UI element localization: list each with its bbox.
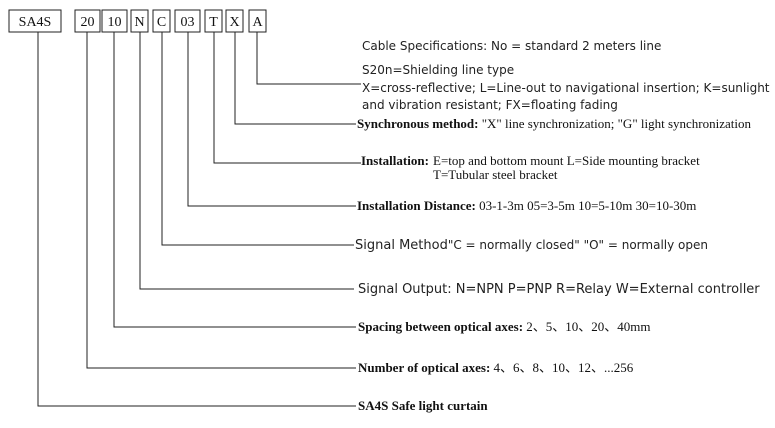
spacing-value: 2、5、10、20、40mm: [523, 319, 650, 334]
cable-spec-text: Cable Specifications: No = standard 2 me…: [362, 39, 661, 53]
code-10-label: 10: [108, 15, 122, 30]
connector-03: [187, 32, 356, 207]
a-option-line2: and vibration resistant; FX=floating fad…: [362, 98, 618, 112]
axes-count-text: Number of optical axes: 4、6、8、10、12、...2…: [358, 360, 634, 375]
spacing-text: Spacing between optical axes: 2、5、10、20、…: [358, 319, 651, 334]
connector-sa4s: [37, 32, 356, 407]
installation-value-line2: T=Tubular steel bracket: [433, 167, 558, 182]
code-box-t: T: [204, 9, 223, 33]
product-label: SA4S Safe light curtain: [358, 398, 488, 413]
code-box-sa4s: SA4S: [8, 9, 62, 33]
installation-label: Installation:: [361, 153, 429, 168]
code-box-x: X: [225, 9, 244, 33]
code-n-label: N: [134, 15, 144, 30]
signal-method-text: Signal Method"C = normally closed" "O" =…: [355, 238, 708, 253]
signal-output-text: Signal Output: N=NPN P=PNP R=Relay W=Ext…: [358, 282, 760, 297]
shielding-text: S20n=Shielding line type: [362, 63, 514, 77]
distance-label: Installation Distance:: [357, 198, 476, 213]
code-03-label: 03: [181, 15, 195, 30]
installation-text: Installation: E=top and bottom mount L=Si…: [361, 153, 700, 168]
connector-a: [256, 32, 361, 85]
axes-count-value: 4、6、8、10、12、...256: [490, 360, 634, 375]
code-box-n: N: [130, 9, 149, 33]
code-20-label: 20: [81, 15, 95, 30]
installation-value-line1: E=top and bottom mount L=Side mounting b…: [433, 153, 700, 168]
axes-count-label: Number of optical axes:: [358, 360, 490, 375]
connector-20: [86, 32, 356, 369]
code-box-10: 10: [101, 9, 128, 33]
signal-method-value: "C = normally closed" "O" = normally ope…: [448, 238, 708, 252]
connector-10: [113, 32, 356, 328]
connector-c: [161, 32, 354, 246]
sync-method-value: "X" line synchronization; "G" light sync…: [478, 116, 751, 131]
distance-text: Installation Distance: 03-1-3m 05=3-5m 1…: [357, 198, 696, 213]
connector-n: [139, 32, 354, 290]
code-box-03: 03: [174, 9, 201, 33]
code-t-label: T: [209, 15, 218, 30]
connector-x: [234, 32, 356, 125]
code-box-20: 20: [74, 9, 101, 33]
code-a-label: A: [252, 15, 263, 30]
a-option-line1: X=cross-reflective; L=Line-out to naviga…: [362, 81, 770, 95]
spacing-label: Spacing between optical axes:: [358, 319, 523, 334]
code-c-label: C: [157, 15, 166, 30]
sync-method-text: Synchronous method: "X" line synchroniza…: [357, 116, 751, 131]
code-x-label: X: [229, 15, 239, 30]
code-box-c: C: [152, 9, 171, 33]
distance-value: 03-1-3m 05=3-5m 10=5-10m 30=10-30m: [476, 198, 697, 213]
code-box-a: A: [248, 9, 267, 33]
connector-t: [213, 32, 361, 164]
sync-method-label: Synchronous method:: [357, 116, 478, 131]
code-sa4s-label: SA4S: [19, 15, 52, 30]
signal-method-label: Signal Method: [355, 238, 448, 253]
